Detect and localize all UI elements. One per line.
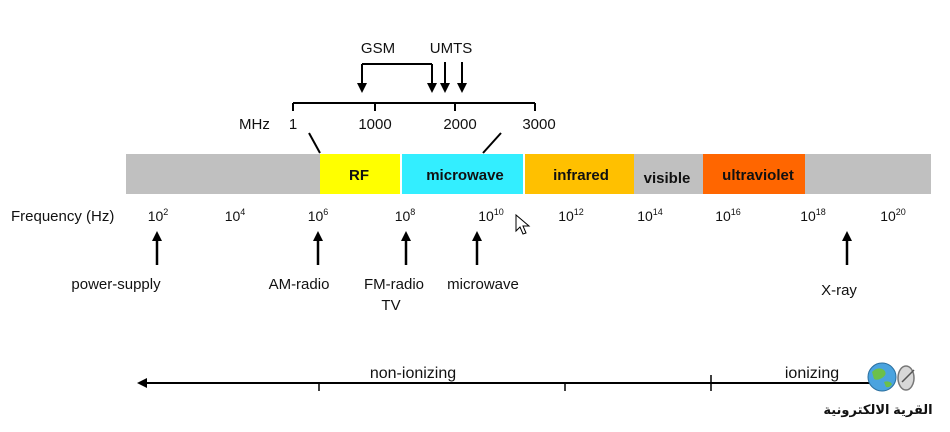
umts-label: UMTS <box>430 40 473 57</box>
source-label-x-ray: X-ray <box>821 282 857 299</box>
band-infrared <box>525 154 634 194</box>
frequency-tick-label: 1016 <box>715 207 741 224</box>
radiation-sources: power-supply AM-radio FM-radio TV microw… <box>71 231 857 314</box>
frequency-tick-label: 104 <box>225 207 246 224</box>
band-label-microwave: microwave <box>426 167 504 184</box>
frequency-tick-label: 1020 <box>880 207 906 224</box>
frequency-axis: Frequency (Hz) 102 104 106 108 1010 1012… <box>11 207 906 225</box>
satellite-dish-arm <box>901 369 915 383</box>
frequency-axis-label: Frequency (Hz) <box>11 208 114 225</box>
source-label-fm-radio: FM-radio <box>364 276 424 293</box>
mhz-tick-label: 1 <box>289 116 297 133</box>
band-rf <box>320 154 400 194</box>
logo-text: القرية الالكترونية <box>823 402 932 417</box>
source-label-am-radio: AM-radio <box>269 276 330 293</box>
mhz-tick-label: 2000 <box>443 116 476 133</box>
gsm-label: GSM <box>361 40 395 57</box>
mouse-cursor-icon <box>515 213 531 235</box>
frequency-tick-label: 1010 <box>478 207 504 224</box>
source-label-microwave: microwave <box>447 276 519 293</box>
band-label-visible: visible <box>644 170 691 187</box>
ionizing-label: ionizing <box>785 365 839 382</box>
mhz-tick-label: 3000 <box>522 116 555 133</box>
band-microwave <box>402 154 523 194</box>
band-label-rf: RF <box>349 167 369 184</box>
zoom-line-left <box>308 132 321 154</box>
mhz-unit-label: MHz <box>239 116 270 133</box>
network-markers: GSM UMTS <box>357 40 473 93</box>
frequency-tick-label: 1014 <box>637 207 663 224</box>
source-label-power-supply: power-supply <box>71 276 161 293</box>
band-low <box>126 154 320 194</box>
frequency-tick-label: 108 <box>395 207 416 224</box>
spectrum-bar: RF microwave infrared visible ultraviole… <box>126 154 931 194</box>
band-label-infrared: infrared <box>553 167 609 184</box>
zoom-line-right <box>482 132 502 154</box>
band-label-ultraviolet: ultraviolet <box>722 167 794 184</box>
non-ionizing-label: non-ionizing <box>370 365 456 382</box>
frequency-tick-label: 106 <box>308 207 329 224</box>
band-visible <box>634 154 703 194</box>
band-ultraviolet <box>703 154 805 194</box>
watermark-logo: القرية الالكترونية <box>823 362 933 417</box>
frequency-tick-label: 102 <box>148 207 169 224</box>
frequency-tick-label: 1018 <box>800 207 826 224</box>
globe-land <box>872 368 892 388</box>
band-high <box>805 154 931 194</box>
mhz-scale: MHz 1 1000 2000 3000 <box>239 102 556 133</box>
ionization-axis: non-ionizing ionizing <box>137 365 880 391</box>
frequency-tick-label: 1012 <box>558 207 584 224</box>
mhz-tick-label: 1000 <box>358 116 391 133</box>
source-label-tv: TV <box>381 297 400 314</box>
